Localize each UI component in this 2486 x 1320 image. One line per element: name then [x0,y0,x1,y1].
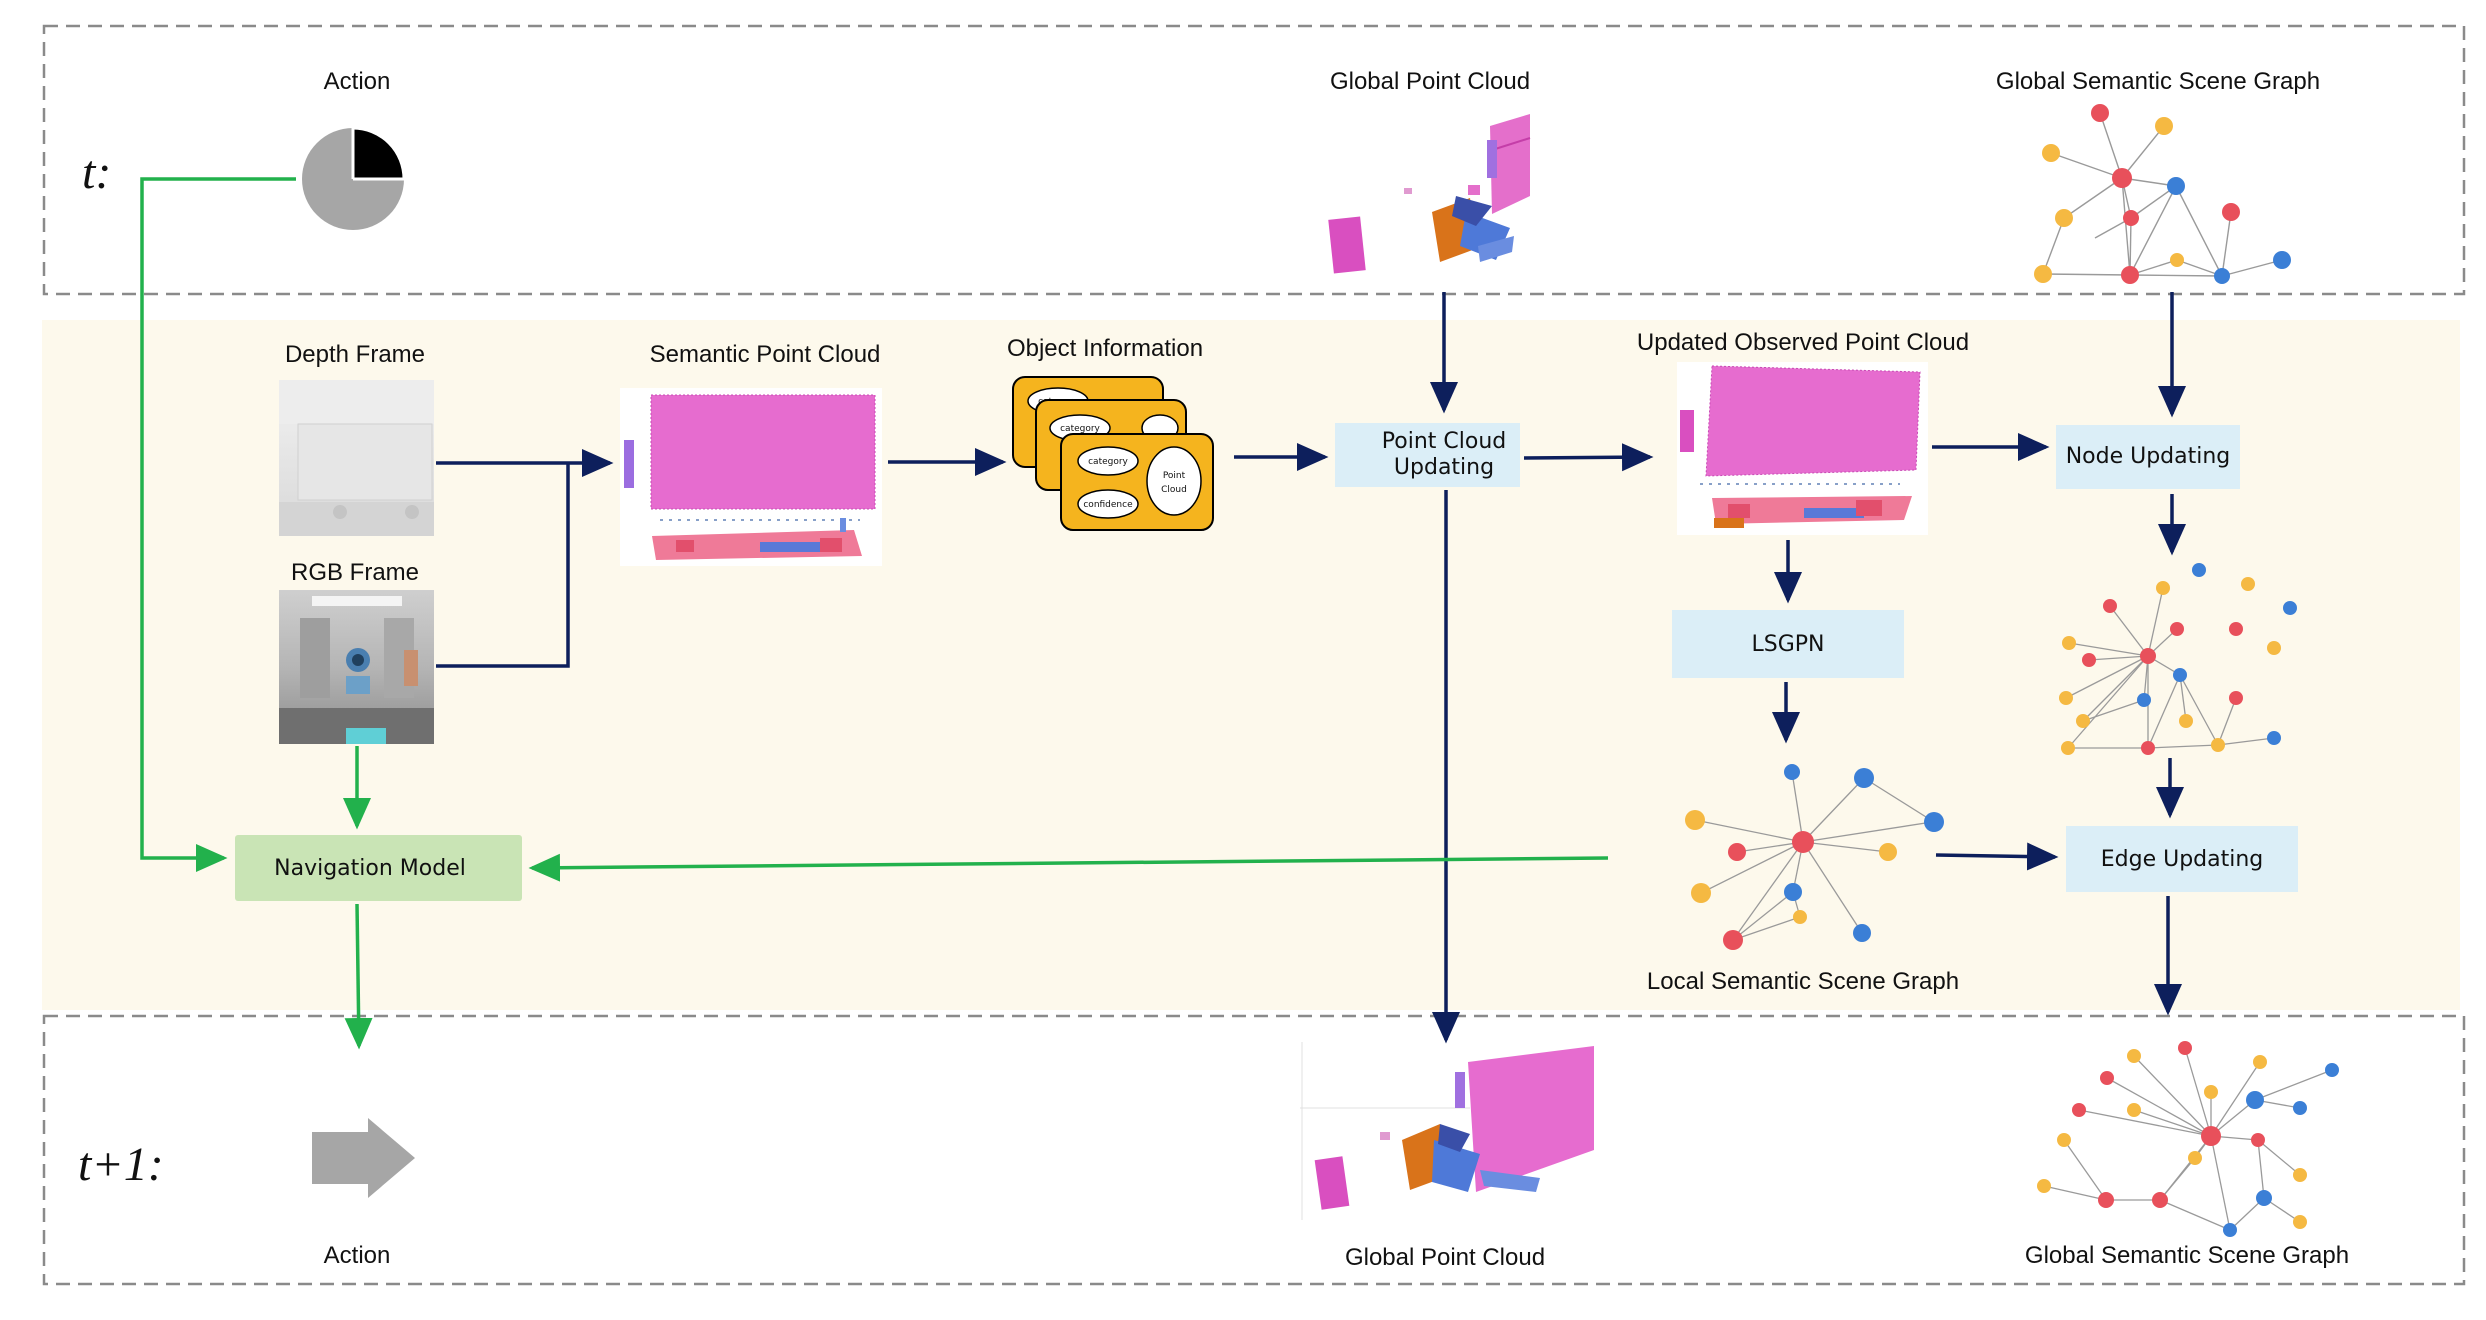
bottom-global-scene-graph [2037,1041,2339,1237]
edge-updating-box: Edge Updating [2066,826,2298,892]
top-global-scene-graph [2034,104,2291,284]
top-action-label: Action [324,68,391,95]
arrow-pcu-to-updated [1523,443,1654,472]
node-updating-box: Node Updating [2056,425,2240,489]
next-action-arrow-icon [312,1118,415,1198]
time-label-t-plus-1: t+1: [78,1138,164,1191]
card-front-cloud: Cloud [1161,485,1187,495]
bottom-row-frame [42,1014,2466,1286]
node-updated-scene-graph [2059,563,2297,755]
depth-frame-label: Depth Frame [285,341,425,368]
arrow-local-to-nav [528,853,1609,882]
arrow-local-to-edge [1935,842,2059,871]
rgb-frame-image [279,590,434,744]
navigation-model-label: Navigation Model [274,856,466,881]
navigation-model-box: Navigation Model [235,835,522,901]
semantic-point-cloud-image [620,388,882,566]
card-front-confidence: confidence [1083,500,1133,510]
depth-frame-image [279,380,434,536]
node-updating-label: Node Updating [2066,444,2231,469]
local-scene-graph-label: Local Semantic Scene Graph [1647,968,1959,995]
bottom-action-label: Action [324,1242,391,1269]
arrow-nav-to-action [344,903,373,1050]
updated-observed-point-cloud-image [1677,362,1928,535]
bottom-global-point-cloud-image [1300,1042,1596,1220]
bottom-global-point-cloud-label: Global Point Cloud [1345,1244,1545,1271]
card-front-category: category [1088,457,1128,467]
lsgpn-box: LSGPN [1672,610,1904,678]
edge-updating-label: Edge Updating [2101,847,2264,872]
top-global-point-cloud-image [1328,114,1531,274]
arrow-action-to-nav [140,177,296,872]
dark-arrows [436,292,2186,1044]
green-arrows [140,177,1609,1050]
local-scene-graph [1685,764,1944,950]
time-label-t: t: [82,146,111,199]
lsgpn-label: LSGPN [1752,632,1825,657]
point-cloud-updating-line2: Updating [1394,455,1494,480]
action-pie-icon [302,126,406,230]
card-mid-category: category [1060,424,1100,434]
top-global-scene-graph-label: Global Semantic Scene Graph [1996,68,2320,95]
object-information-label: Object Information [1007,335,1203,362]
rgb-frame-label: RGB Frame [291,559,419,586]
object-info-cards: category category category confidence Po… [1012,376,1214,531]
bottom-global-scene-graph-label: Global Semantic Scene Graph [2025,1242,2349,1269]
point-cloud-updating-box: Point Cloud Updating [1335,423,1520,487]
top-global-point-cloud-label: Global Point Cloud [1330,68,1530,95]
semantic-point-cloud-label: Semantic Point Cloud [650,341,881,368]
updated-observed-point-cloud-label: Updated Observed Point Cloud [1637,329,1969,356]
point-cloud-updating-line1: Point Cloud [1382,429,1506,454]
top-row-frame [42,24,2466,296]
arrow-rgb-to-semantic [436,463,570,668]
card-front-point: Point [1163,471,1186,481]
